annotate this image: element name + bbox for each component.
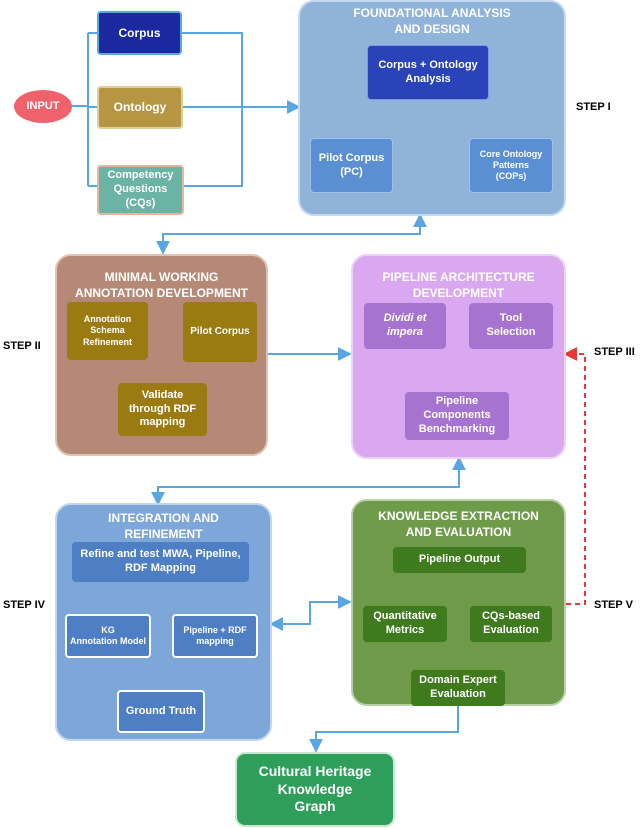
core-ontology-patterns: Core Ontology Patterns (COPs) <box>469 138 553 193</box>
validate-rdf-mapping: Validate through RDF mapping <box>118 383 207 436</box>
corpus-input: Corpus <box>97 11 182 55</box>
step-2-label: STEP II <box>3 340 41 352</box>
cultural-heritage-kg: Cultural Heritage Knowledge Graph <box>235 752 395 827</box>
cqs-based-evaluation: CQs-based Evaluation <box>470 606 552 642</box>
tool-selection: Tool Selection <box>469 303 553 349</box>
cqs-input: Competency Questions (CQs) <box>97 165 184 215</box>
kg-annotation-model: KG Annotation Model <box>65 614 151 658</box>
panel-integration-title: INTEGRATION AND REFINEMENT <box>108 511 219 541</box>
pilot-corpus-pc: Pilot Corpus (PC) <box>310 138 393 193</box>
domain-expert-evaluation: Domain Expert Evaluation <box>411 670 505 706</box>
edge-corpus-right <box>182 32 243 187</box>
edge-knowledge-output <box>309 706 459 753</box>
edge-input-bracket <box>72 32 98 187</box>
panel-knowledge-title: KNOWLEDGE EXTRACTION AND EVALUATION <box>378 509 539 539</box>
edge-integration-knowledge <box>269 595 352 631</box>
input-node: INPUT <box>14 90 72 123</box>
ground-truth: Ground Truth <box>117 690 205 733</box>
refine-and-test: Refine and test MWA, Pipeline, RDF Mappi… <box>72 542 249 582</box>
corpus-ontology-analysis: Corpus + Ontology Analysis <box>367 45 489 100</box>
annotation-schema-refinement: Annotation Schema Refinement <box>67 302 148 360</box>
pipeline-rdf-mapping: Pipeline + RDF mapping <box>172 614 258 658</box>
edge-foundational-minimal <box>156 213 427 255</box>
ontology-input: Ontology <box>97 86 183 129</box>
quantitative-metrics: Quantitative Metrics <box>363 606 447 642</box>
dividi-et-impera: Dividi et impera <box>364 303 446 349</box>
step-3-label: STEP III <box>594 346 635 358</box>
step-5-label: STEP V <box>594 599 633 611</box>
pilot-corpus: Pilot Corpus <box>183 302 257 362</box>
edge-feedback-dashed <box>563 347 586 605</box>
pipeline-output: Pipeline Output <box>393 547 526 573</box>
panel-foundational-title: FOUNDATIONAL ANALYSIS AND DESIGN <box>353 6 511 36</box>
step-4-label: STEP IV <box>3 599 45 611</box>
pipeline-components-benchmarking: Pipeline Components Benchmarking <box>405 392 509 440</box>
panel-pipeline-title: PIPELINE ARCHITECTURE DEVELOPMENT <box>382 270 535 300</box>
step-1-label: STEP I <box>576 101 611 113</box>
panel-minimal-title: MINIMAL WORKING ANNOTATION DEVELOPMENT <box>75 270 248 300</box>
edge-pipeline-integration <box>151 456 466 506</box>
